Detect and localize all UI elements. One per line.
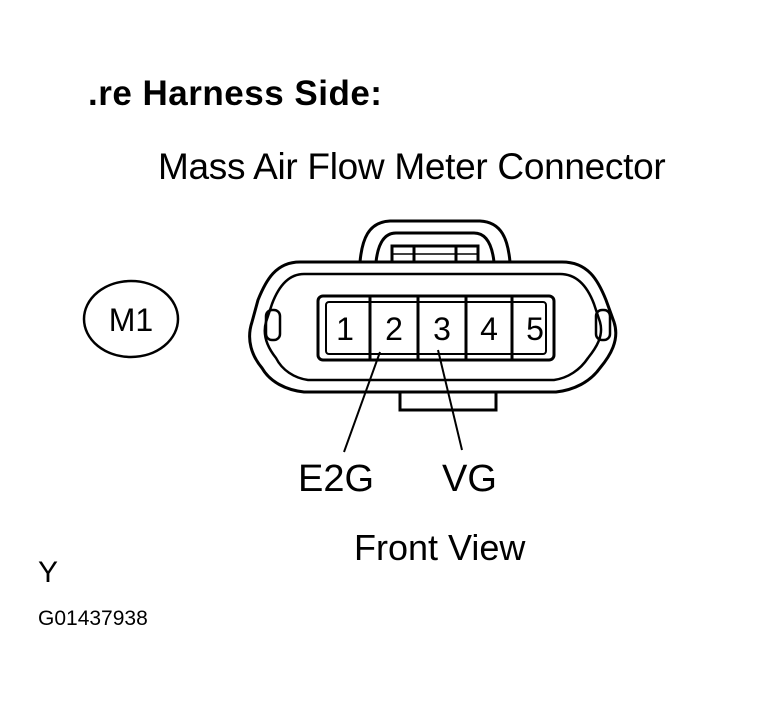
connector-id-badge: M1 xyxy=(82,279,180,359)
terminal-cavity xyxy=(316,294,556,362)
connector-latch xyxy=(358,219,512,263)
pin-1-number: 1 xyxy=(336,311,354,347)
pin-3-number: 3 xyxy=(433,311,451,347)
harness-side-heading: .re Harness Side: xyxy=(88,74,383,113)
pin-dividers xyxy=(368,296,514,360)
pin-4-number: 4 xyxy=(480,311,498,347)
pin-2-number: 2 xyxy=(385,311,403,347)
vg-leader-line xyxy=(437,349,463,451)
pin-numbers: 1 2 3 4 5 xyxy=(336,311,544,347)
e2g-terminal-label: E2G xyxy=(298,458,375,500)
region-code: Y xyxy=(38,556,59,589)
connector-housing xyxy=(248,260,618,412)
connector-name: Mass Air Flow Meter Connector xyxy=(158,146,666,187)
view-label: Front View xyxy=(354,527,526,568)
pin-5-number: 5 xyxy=(526,311,544,347)
vg-terminal-label: VG xyxy=(442,458,497,500)
e2g-leader-line xyxy=(343,351,381,453)
connector-id-text: M1 xyxy=(109,302,153,338)
figure-id: G01437938 xyxy=(38,607,148,630)
